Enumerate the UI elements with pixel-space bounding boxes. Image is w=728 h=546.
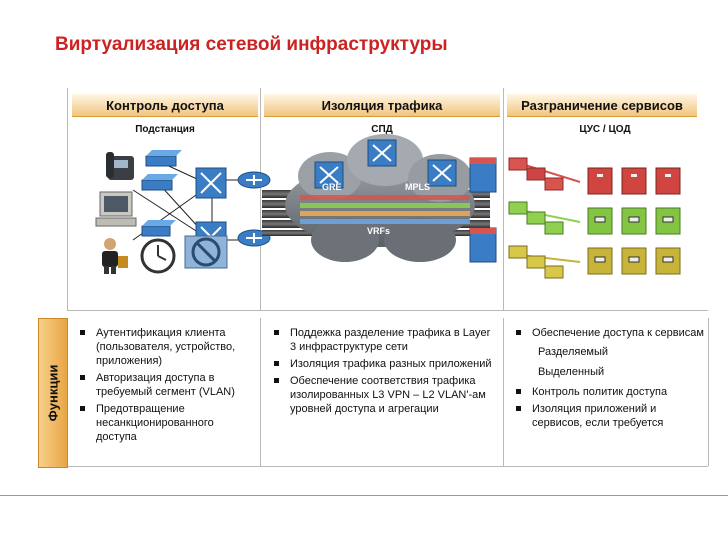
column-divider bbox=[260, 88, 261, 310]
column-divider bbox=[708, 318, 709, 466]
switch-icon bbox=[145, 150, 182, 167]
cloud-label-mpls: MPLS bbox=[405, 182, 431, 192]
computer-icon bbox=[95, 191, 137, 227]
red-service-firewalls bbox=[508, 157, 564, 191]
list-item: Изоляция приложений и сервисов, если тре… bbox=[512, 402, 704, 430]
list-item: Авторизация доступа в требуемый сегмент … bbox=[76, 371, 256, 399]
switch-icon bbox=[141, 174, 178, 191]
header-access-control: Контроль доступа bbox=[72, 94, 258, 117]
section-divider bbox=[67, 310, 708, 311]
clock-icon bbox=[140, 238, 176, 274]
multilayer-switch-icon bbox=[195, 167, 227, 199]
list-item: Аутентификация клиента (пользователя, ус… bbox=[76, 326, 256, 368]
network-diagram bbox=[95, 134, 681, 279]
router-icon bbox=[237, 171, 271, 189]
cloud-label-vrfs: VRFs bbox=[367, 226, 391, 236]
ip-phone-icon bbox=[106, 152, 134, 180]
functions-side-label: Функции bbox=[38, 318, 68, 468]
section-divider bbox=[67, 466, 708, 467]
server-icon-red bbox=[587, 167, 681, 195]
firewall-switch-icon bbox=[469, 227, 497, 263]
list-item: Разделяемый bbox=[538, 346, 609, 358]
multilayer-switch-icon bbox=[427, 159, 457, 187]
header-service-separation: Разграничение сервисов bbox=[507, 94, 697, 117]
list-item: Выделенный bbox=[538, 366, 605, 378]
footer-divider bbox=[0, 495, 728, 496]
list-item: Предотвращение несанкционированного дост… bbox=[76, 402, 256, 444]
list-item: Обеспечение соответствия трафика изолиро… bbox=[270, 374, 498, 416]
subtitle-cus-cod: ЦУС / ЦОД bbox=[579, 124, 631, 135]
user-icon bbox=[102, 238, 128, 274]
subtitle-spd: СПД bbox=[371, 124, 393, 135]
header-traffic-isolation: Изоляция трафика bbox=[264, 94, 500, 117]
access-control-functions: Аутентификация клиента (пользователя, ус… bbox=[76, 326, 256, 447]
multilayer-switch-icon bbox=[314, 161, 344, 189]
subtitle-substation: Подстанция bbox=[135, 124, 195, 135]
list-item: Изоляция трафика разных приложений bbox=[270, 357, 498, 371]
column-divider bbox=[503, 88, 504, 310]
column-divider bbox=[67, 88, 68, 310]
green-service-firewalls bbox=[508, 201, 564, 235]
column-divider bbox=[503, 318, 504, 466]
multilayer-switch-icon bbox=[367, 139, 397, 167]
firewall-switch-icon bbox=[469, 157, 497, 193]
server-icon-green bbox=[587, 207, 681, 235]
server-icon-yellow bbox=[587, 247, 681, 275]
service-separation-functions: Обеспечение доступа к сервисам Разделяем… bbox=[512, 326, 704, 433]
traffic-isolation-functions: Поддежка разделение трафика в Layer 3 ин… bbox=[270, 326, 498, 419]
tunnel-colors bbox=[300, 195, 470, 224]
yellow-service-firewalls bbox=[508, 245, 564, 279]
functions-label-text: Функции bbox=[45, 364, 61, 422]
list-item: Поддежка разделение трафика в Layer 3 ин… bbox=[270, 326, 498, 354]
page-title: Виртуализация сетевой инфраструктуры bbox=[55, 34, 448, 55]
column-divider bbox=[260, 318, 261, 466]
switch-icon bbox=[141, 220, 176, 237]
blocked-device-icon bbox=[184, 235, 228, 269]
list-item: Обеспечение доступа к сервисам bbox=[512, 326, 704, 340]
cloud-label-gre: GRE bbox=[322, 182, 342, 192]
list-item: Контроль политик доступа bbox=[512, 385, 704, 399]
